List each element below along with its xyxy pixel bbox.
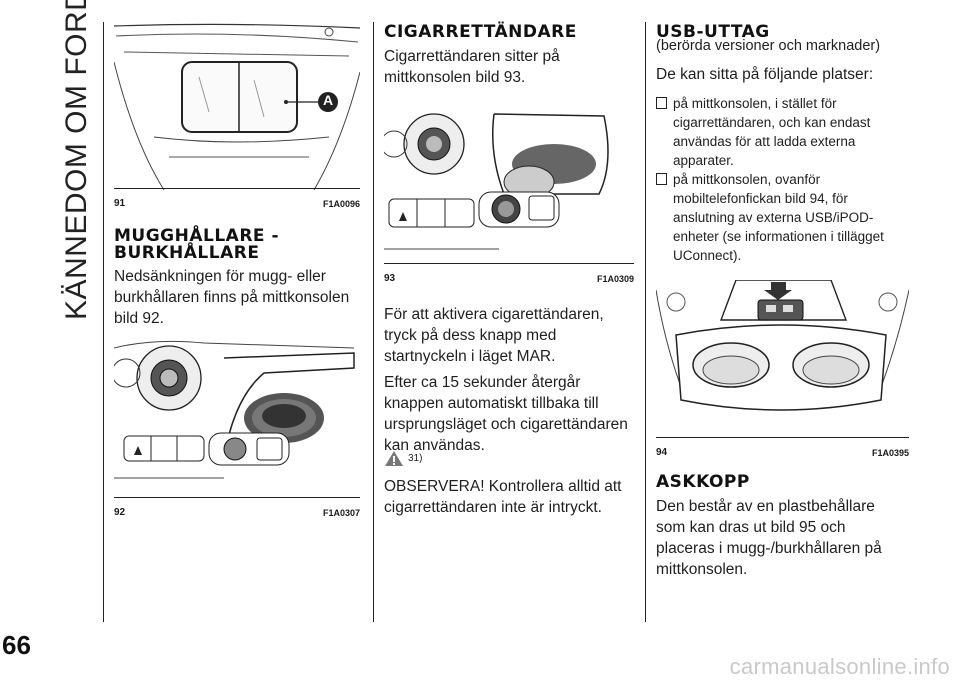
mugghallare-heading: MUGGHÅLLARE - BURKHÅLLARE [114,228,279,262]
askkopp-text: Den består av en plastbehållare som kan … [656,498,882,578]
askkopp-heading: ASKKOPP [656,472,750,492]
usb-intro: De kan sitta på följande platser: [656,66,874,83]
cigarrettandare-p2: Efter ca 15 sekunder återgår knappen aut… [384,374,628,454]
callout-a: A [322,92,334,108]
column-divider [103,22,104,622]
warning-triangle-icon [385,451,403,466]
cigarrettandare-intro: Cigarrettändaren sitter på mittkonsolen … [384,48,560,86]
section-title: KÄNNEDOM OM FORDONET [60,0,93,320]
figure-number: 93 [384,273,396,284]
page-number: 66 [2,630,31,660]
column-divider [373,22,374,622]
checkbox-bullet-icon [656,173,667,185]
figure-code: F1A0395 [871,448,909,458]
usb-bullet-1: på mittkonsolen, i stället för cigarrett… [656,94,898,170]
cigarrettandare-p1: För att aktivera cigarettändaren, tryck … [384,306,604,365]
bullet-text: på mittkonsolen, ovanför mobiltelefonfic… [673,172,884,263]
watermark: carmanualsonline.info [729,654,950,679]
figure-number: 91 [114,198,126,209]
figure-code: F1A0309 [596,274,634,284]
figure-91-illustration [114,23,360,190]
bullet-text: på mittkonsolen, i stället för cigarrett… [673,96,871,168]
figure-91: A 91 F1A0096 [114,22,360,209]
usb-heading: USB-UTTAG [656,22,770,42]
figure-92-caption: 92 F1A0307 [114,497,360,518]
figure-code: F1A0307 [322,508,360,518]
cigarrettandare-note: OBSERVERA! Kontrollera alltid att cigarr… [384,478,622,516]
heading-line: MUGGHÅLLARE - [114,226,280,246]
checkbox-bullet-icon [656,97,667,109]
mugghallare-text: Nedsänkningen för mugg- eller burkhållar… [114,268,350,327]
figure-91-caption: 91 F1A0096 [114,188,360,209]
figure-93-illustration [384,113,609,250]
figure-94: 94 F1A0395 [656,280,909,458]
figure-number: 92 [114,507,126,518]
usb-bullet-2: på mittkonsolen, ovanför mobiltelefonfic… [656,170,898,265]
usb-subheading: (berörda versioner och marknader) [656,38,881,54]
cigarrettandare-heading: CIGARRETTÄNDARE [384,22,577,42]
figure-code: F1A0096 [322,199,360,209]
heading-line: BURKHÅLLARE [114,243,260,263]
figure-94-caption: 94 F1A0395 [656,437,909,458]
figure-93: 93 F1A0309 [384,104,634,284]
column-divider [645,22,646,622]
figure-93-caption: 93 F1A0309 [384,263,634,284]
warning-reference: 31) [384,450,422,467]
figure-94-illustration [656,280,909,411]
warning-ref-number: 31) [408,453,423,464]
figure-92-illustration [114,340,355,479]
figure-number: 94 [656,447,668,458]
figure-92: 92 F1A0307 [114,338,360,518]
